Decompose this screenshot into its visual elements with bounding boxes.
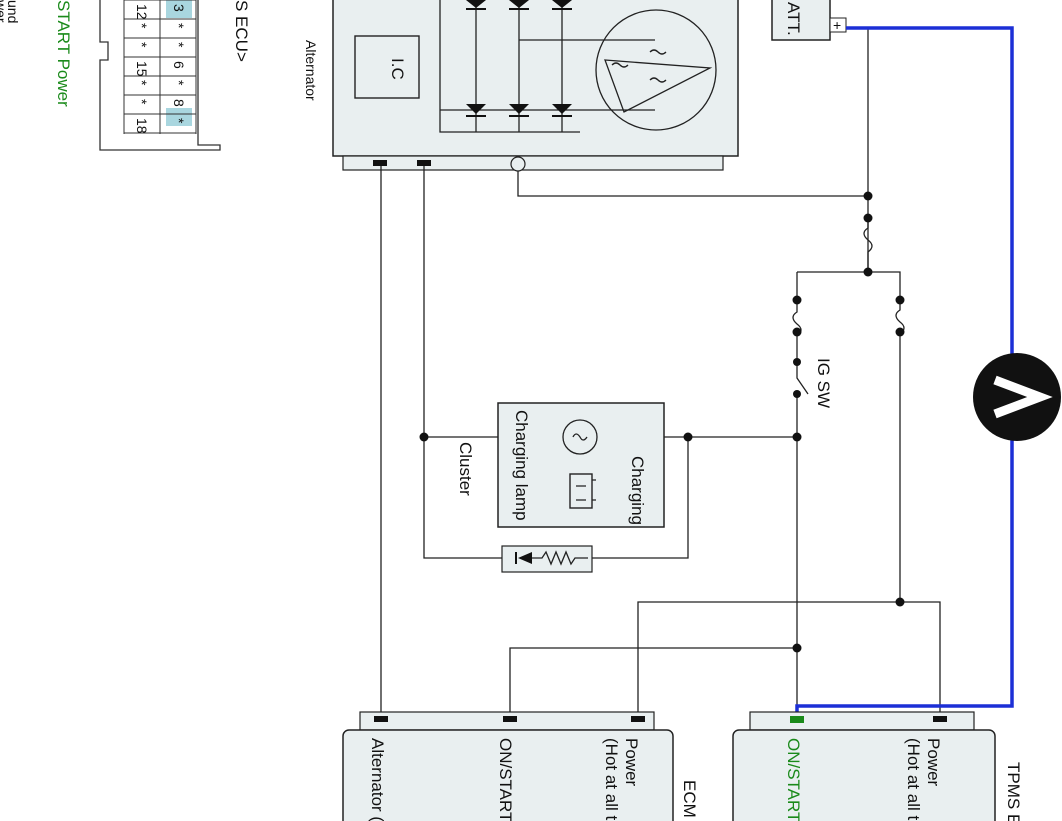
tpms-pin-power-note: (Hot at all tir (904, 738, 923, 821)
tpms-ecu: ON/START Power (Hot at all tir TPMS E (732, 711, 1023, 821)
connector-pin-label: 6 (171, 61, 187, 69)
fuse-main (863, 218, 873, 272)
connector-pin-label: * (134, 42, 150, 48)
wires (380, 28, 941, 718)
connector-pin-alt-2 (417, 160, 431, 166)
connector-pin-label: * (171, 118, 187, 124)
ecm-body (342, 729, 674, 821)
ecm-pin-alternator (374, 716, 388, 722)
pin-highlight-3 (166, 0, 192, 18)
charging-label: Charging (628, 456, 647, 525)
tpms-body (732, 729, 996, 821)
stator-coils (611, 49, 667, 83)
alternator: I.C Alternator (303, 0, 739, 172)
connector-pin-label: * (171, 42, 187, 48)
pin-highlight-8 (166, 108, 192, 126)
legend-line-power: wer (0, 0, 9, 23)
tpms-pin-onstart-label: ON/START (784, 738, 803, 821)
stator-circle (595, 9, 717, 131)
ecm-title: ECM (680, 780, 699, 818)
battery: ATT. + (771, 0, 847, 41)
connector-pin-alt-1 (373, 160, 387, 166)
tpms-pin-onstart (790, 716, 804, 723)
connector-pin-label: * (171, 80, 187, 86)
ecm-pin-power-label: Power (622, 738, 641, 787)
connector-pin-label: * (171, 23, 187, 29)
fuses (792, 218, 905, 362)
wire-ig-to-ecm-onstart (509, 647, 797, 718)
cluster: Charging Charging lamp Cluster (456, 402, 665, 528)
voltmeter-v-glyph (993, 375, 1053, 419)
battery-terminal (829, 17, 847, 33)
voltmeter-icon (973, 353, 1061, 441)
probe-wire (795, 26, 1014, 718)
ecm: Alternator (F ON/START Power (Hot at all… (342, 711, 699, 821)
stator-delta (604, 59, 713, 113)
wire-hot-to-ecm (637, 601, 941, 718)
wire-fuse-split (797, 271, 901, 300)
cluster-body (497, 402, 665, 528)
wire-resistor-return (592, 437, 689, 559)
alternator-output-terminal (510, 156, 526, 172)
ecm-pin-power (631, 716, 645, 722)
ecm-pin-onstart (503, 716, 517, 722)
ecm-pin-power-note: (Hot at all tir (602, 738, 621, 821)
alternator-connector (342, 155, 724, 171)
tpms-pin-power-label: Power (924, 738, 943, 787)
ig-switch: IG SW (793, 358, 833, 408)
wire-alt-output (517, 171, 868, 197)
ic-label: I.C (388, 58, 407, 80)
connector-pin-label: * (134, 80, 150, 86)
cluster-label: Cluster (456, 442, 475, 496)
legend-area: und wer START Power S ECU> 3 * * 6 * 8 * 12 * * 15… (0, 0, 251, 151)
tpms-pin-power (933, 716, 947, 722)
connector-pin-label: * (134, 23, 150, 29)
connector-pin-label: 8 (171, 99, 187, 107)
ecm-pin-alternator-label: Alternator (F (368, 738, 387, 821)
connector-pin-label: 12 (134, 4, 150, 20)
ig-sw-label: IG SW (814, 358, 833, 408)
wire-alt-l (423, 166, 502, 559)
junction-dots (419, 191, 905, 653)
legend-start-power: START Power (54, 0, 73, 107)
connector-pin-grid: 3 * * 6 * 8 * 12 * * 15 * * 18 (123, 0, 197, 134)
tpms-title: TPMS E (1004, 762, 1023, 821)
connector-outline (99, 0, 221, 151)
connector-pin-label: 15 (134, 61, 150, 77)
alternator-label: Alternator (303, 40, 319, 101)
ecm-pin-onstart-label: ON/START (496, 738, 515, 821)
voltmeter-probe (795, 26, 1061, 718)
ic-box (354, 35, 420, 99)
charging-lamp-label: Charging lamp (512, 410, 531, 521)
charging-lamp-bulb (562, 419, 598, 455)
connector-pin-label: 3 (171, 4, 187, 12)
legend-line-ground: und (5, 0, 21, 23)
battery-warning-icon (569, 473, 593, 509)
connector-pin-label: * (134, 99, 150, 105)
diode-row-top (466, 0, 572, 10)
legend-ecu-title: S ECU> (232, 0, 251, 62)
connector-pin-label: 18 (134, 118, 150, 134)
battery-label: ATT. (784, 2, 803, 36)
diode-resistor (501, 545, 593, 573)
diode-row-bottom (466, 104, 572, 117)
battery-plus-label: + (833, 17, 841, 33)
rectifier-wiring (439, 0, 655, 133)
